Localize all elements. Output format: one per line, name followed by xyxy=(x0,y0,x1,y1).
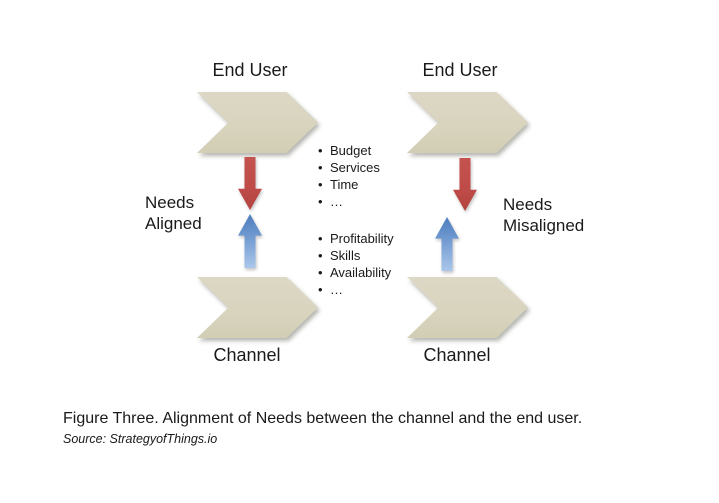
bullet-text: Profitability xyxy=(330,231,394,246)
end-user-chevron-left xyxy=(197,92,318,153)
bullet-icon: • xyxy=(318,177,323,192)
bullet-icon: • xyxy=(318,265,323,280)
bullet-icon: • xyxy=(318,143,323,158)
needs-misaligned-label: Needs Misaligned xyxy=(503,195,585,235)
bullet-item: • Skills xyxy=(318,247,394,264)
bullet-item: •… xyxy=(318,281,394,298)
end-user-needs-list: •Budget•Services•Time•… xyxy=(318,142,380,210)
chevron-right-icon xyxy=(197,92,318,153)
needs-up-arrow-left xyxy=(238,214,262,268)
bullet-text: Services xyxy=(330,160,380,175)
needs-down-arrow-right xyxy=(453,158,477,211)
bullet-text: Skills xyxy=(330,248,361,263)
channel-chevron-right xyxy=(407,277,528,338)
figure-caption: Figure Three. Alignment of Needs between… xyxy=(63,410,583,427)
needs-up-arrow-right xyxy=(435,217,459,271)
bullet-icon: • xyxy=(318,282,323,297)
chevron-right-icon xyxy=(197,277,318,338)
figure-source: Source: StrategyofThings.io xyxy=(63,432,218,446)
bullet-text: Availability xyxy=(330,265,392,280)
bullet-icon: • xyxy=(318,160,323,175)
down-arrow-icon xyxy=(238,157,262,210)
bullet-icon: • xyxy=(318,248,323,263)
needs-aligned-label: Needs Aligned xyxy=(145,193,202,233)
bullet-text: Budget xyxy=(330,143,372,158)
up-arrow-icon xyxy=(238,214,262,268)
end-user-chevron-right xyxy=(407,92,528,153)
channel-needs-list: •Profitability•Skills•Availability•… xyxy=(318,230,394,298)
channel-label-left: Channel xyxy=(213,345,281,365)
bullet-text: … xyxy=(330,194,343,209)
down-arrow-icon xyxy=(453,158,477,211)
channel-label-right: Channel xyxy=(423,345,491,365)
bullet-item: • Availability xyxy=(318,264,394,281)
channel-chevron-left xyxy=(197,277,318,338)
needs-down-arrow-left xyxy=(238,157,262,210)
bullet-item: • Budget xyxy=(318,142,380,159)
bullet-icon: • xyxy=(318,231,323,246)
up-arrow-icon xyxy=(435,217,459,271)
end-user-label-right: End User xyxy=(422,60,498,80)
bullet-item: • Profitability xyxy=(318,230,394,247)
bullet-item: • Time xyxy=(318,176,380,193)
bullet-text: Time xyxy=(330,177,359,192)
bullet-icon: • xyxy=(318,194,323,209)
bullet-item: •… xyxy=(318,193,380,210)
end-user-label-left: End User xyxy=(212,60,288,80)
bullet-text: … xyxy=(330,282,343,297)
chevron-right-icon xyxy=(407,277,528,338)
chevron-right-icon xyxy=(407,92,528,153)
bullet-item: • Services xyxy=(318,159,380,176)
